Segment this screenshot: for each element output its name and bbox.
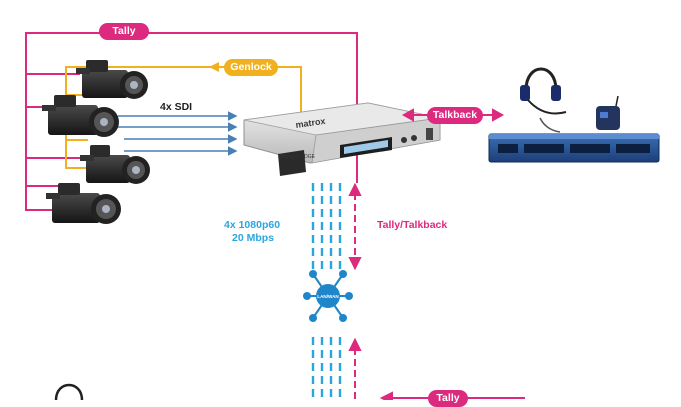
intercom-headset-icon [488, 67, 660, 163]
tally-talkback-label: Tally/Talkback [377, 219, 448, 231]
sdi-label: 4x SDI [160, 101, 193, 113]
stream-spec-line2: 20 Mbps [232, 232, 275, 244]
sdi-lines [118, 111, 238, 156]
broadcast-camera-icon [42, 60, 150, 224]
talkback-badge: Talkback [427, 107, 483, 124]
tally-badge-bottom: Tally [428, 390, 468, 407]
headset-icon-partial [54, 383, 84, 400]
encoder-model: Monarch EDGE [280, 154, 316, 160]
genlock-badge: Genlock [224, 59, 278, 76]
stream-lines-upper [311, 183, 342, 270]
tally-badge-top: Tally [99, 23, 149, 40]
stream-spec-line1: 4x 1080p60 [224, 219, 281, 231]
network-label: LAN/WAN [317, 294, 339, 299]
encoder-brand: matrox [295, 116, 326, 130]
tally-talkback-line [348, 182, 362, 271]
genlock-arrow [209, 62, 219, 72]
tally-talkback-line-lower [348, 337, 362, 400]
tally-line-top [25, 32, 358, 211]
network-hub-icon: LAN/WAN [303, 270, 353, 322]
stream-lines-lower [311, 337, 342, 400]
encoder-device-icon: matrox Monarch EDGE [243, 102, 441, 176]
